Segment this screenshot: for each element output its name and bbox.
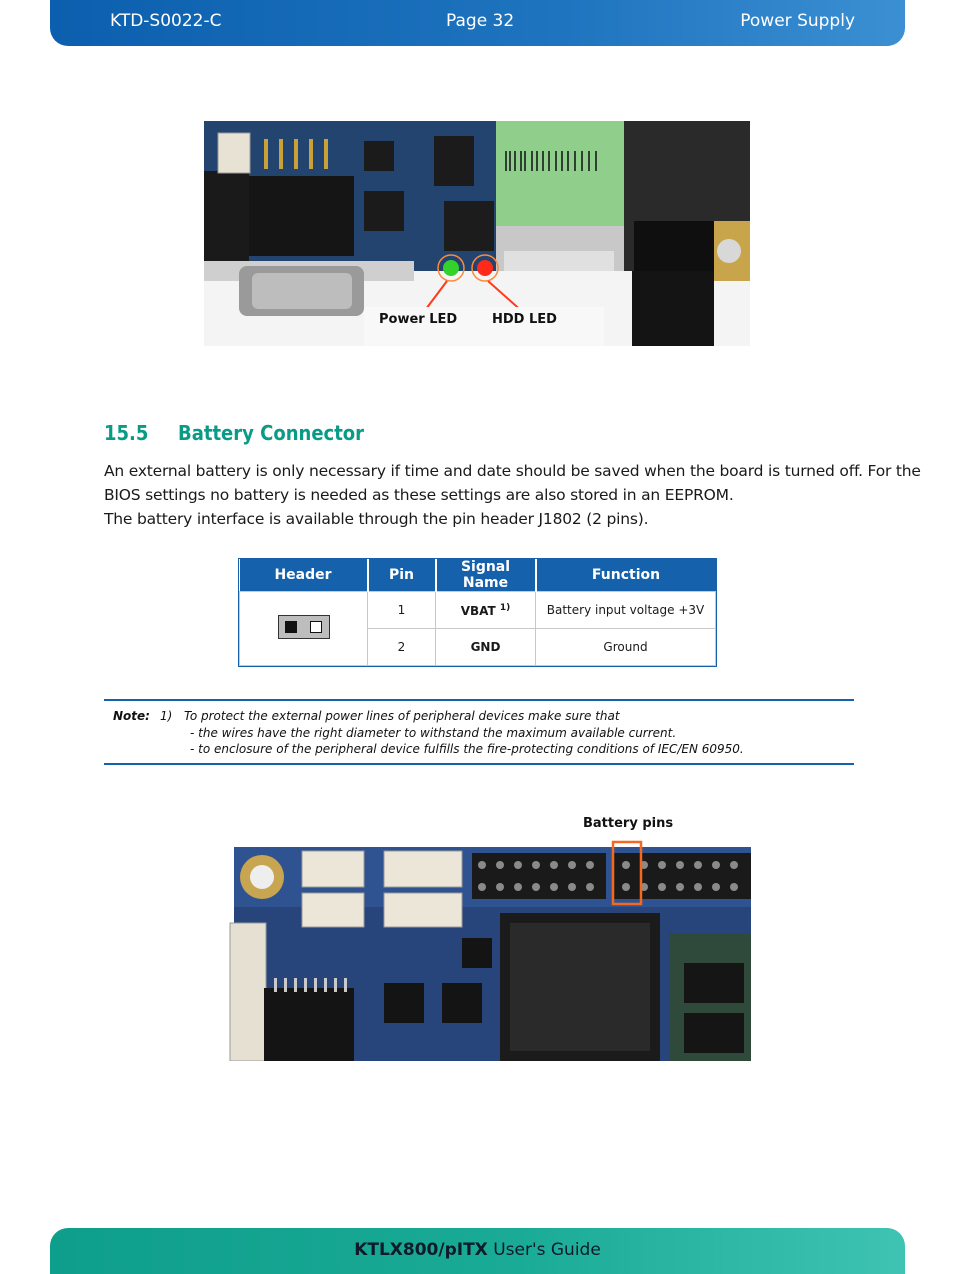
col-header: Header — [239, 559, 368, 592]
header-diagram-cell — [239, 591, 368, 666]
pin-table: Header Pin Signal Name Function 1 VBAT 1… — [238, 558, 717, 667]
product-name: KTLX800/pITX — [354, 1240, 488, 1260]
col-pin: Pin — [366, 559, 436, 592]
note-number: 1) — [160, 709, 173, 723]
guide-suffix: User's Guide — [487, 1240, 601, 1260]
power-led-label: Power LED — [379, 312, 458, 327]
document-id: KTD-S0022-C — [110, 11, 222, 31]
note-text: To protect the external power lines of p… — [184, 708, 744, 758]
signal-name: GND — [435, 628, 536, 666]
note-line: To protect the external power lines of p… — [184, 709, 620, 723]
battery-pins-label: Battery pins — [583, 816, 674, 831]
section-title: Battery Connector — [178, 421, 365, 445]
pin-function: Ground — [535, 628, 716, 666]
pin-number: 2 — [367, 628, 436, 666]
para-line: The battery interface is available throu… — [104, 510, 649, 528]
intro-paragraph: An external battery is only necessary if… — [104, 459, 921, 531]
col-function: Function — [534, 559, 716, 592]
pin-header-icon — [277, 615, 330, 639]
note-line: - the wires have the right diameter to w… — [190, 725, 677, 740]
signal-name: VBAT 1) — [435, 591, 536, 629]
table-row: 2 GND Ground — [240, 628, 716, 666]
note-box: Note: 1) To protect the external power l… — [104, 699, 854, 765]
pin-number: 1 — [367, 591, 436, 629]
section-heading: 15.5 Battery Connector — [104, 421, 364, 445]
page-footer: KTLX800/pITX User's Guide — [50, 1228, 905, 1274]
col-signal: Signal Name — [434, 559, 536, 592]
hdd-led-label: HDD LED — [492, 312, 557, 327]
note-line: - to enclosure of the peripheral device … — [190, 742, 744, 756]
battery-pins-photo: Battery pins — [204, 813, 751, 1061]
para-line: BIOS settings no battery is needed as th… — [104, 486, 734, 504]
footnote-ref: 1) — [499, 602, 511, 613]
page-header: KTD-S0022-C Page 32 Power Supply — [50, 0, 905, 46]
page-number: Page 32 — [446, 11, 515, 31]
para-line: An external battery is only necessary if… — [104, 462, 921, 480]
section-number: 15.5 — [104, 421, 149, 445]
chapter-title: Power Supply — [740, 11, 855, 31]
table-row: 1 VBAT 1) Battery input voltage +3V — [239, 591, 716, 666]
pin-function: Battery input voltage +3V — [535, 591, 716, 629]
note-label: Note: — [113, 709, 150, 723]
led-photo: Power LED HDD LED — [204, 121, 750, 346]
